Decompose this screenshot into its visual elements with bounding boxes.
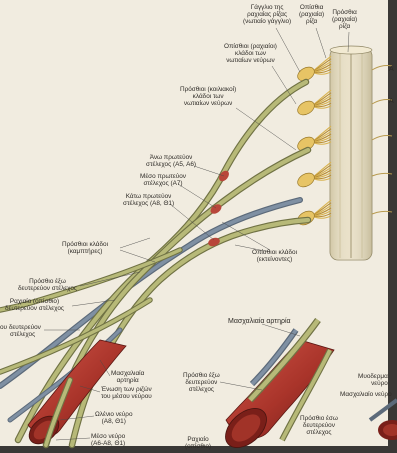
lower-trunk-label: Κάτω πρωτεύον στέλεχος (Α8, Θ1) [123,193,174,207]
leader-line-10 [120,250,155,262]
inset-lateral-cord-label: Πρόσθιο έξω δευτερεύον στέλεχος [183,372,220,394]
inset-posterior-label: Ραχιαίο (οπίσθιο) [185,436,211,450]
ganglion-2 [295,98,317,117]
ventral-rami-label: Πρόσθιοι (κοιλιακοί) κλάδοι των νωτιαίων… [180,86,236,108]
root-level-2 [295,90,331,117]
medial-cord-label: ου δευτερεύον στέλεχος [0,324,41,338]
upper-trunk-label: Άνω πρωτεύον στέλεχος (Α5, Α6) [146,154,196,168]
median-nerve-label: Μέσο νεύρο (Α6-Α8, Θ1) [91,433,125,447]
root-level-4 [295,162,331,189]
inset-axillary-nerve-label: Μασχαλιαίο νεύρο [340,391,392,398]
lateral-cord-label: Πρόσθιο έξω δευτερεύον στέλεχος [18,278,77,292]
median-union-label: Ένωση των ριζών του μέσου νεύρου [101,386,152,400]
leader-line-2 [316,28,326,58]
inset-artery-label: Μασχαλιαία αρτηρία [228,318,291,325]
dorsal-rami-label: Οπίσθιοι (ραχιαίοι) κλάδοι των νωτιαίων … [224,43,277,65]
spinal-cord [330,46,372,260]
edge-mark-second: Α [389,98,394,105]
edge-mark-top: Α [389,66,394,73]
inset-medial-cord-label: Πρόσθιο έσω δευτερεύον στέλεχος [300,415,338,437]
root-level-3 [295,126,331,153]
anterior-divisions-label: Πρόσθιοι κλάδοι (καμπτήρες) [62,241,108,255]
dorsal-root-label: Οπίσθια (ραχιαία) ρίζα [299,4,324,26]
posterior-cord-label: Ραχιαίο (οπίσθιο) δευτερεύον στέλεχος [5,298,64,312]
leader-line-9 [120,238,150,248]
middle-trunk-label: Μέσο πρωτεύον στέλεχος (Α7) [140,173,186,187]
axillary-artery-label: Μασχαλιαία αρτηρία [111,370,144,384]
posterior-divisions-label: Οπίσθιοι κλάδοι (εκτείνοντες) [252,249,297,263]
ganglion-4 [295,170,317,189]
root-level-1 [295,56,331,83]
leader-line-6 [194,166,224,176]
leader-line-1 [276,28,300,72]
inset-musculo-label: Μυοδερμα νεύρο [358,373,388,387]
ventral-root-label: Πρόσθια (ραχιαία) ρίζα [332,9,357,31]
ulnar-nerve-label: Ωλένιο νεύρο (Α8, Θ1) [95,411,133,425]
ganglion-label: Γάγγλιο της ραχιαίας ρίζας (νωτιαίο γάγγ… [243,4,291,26]
